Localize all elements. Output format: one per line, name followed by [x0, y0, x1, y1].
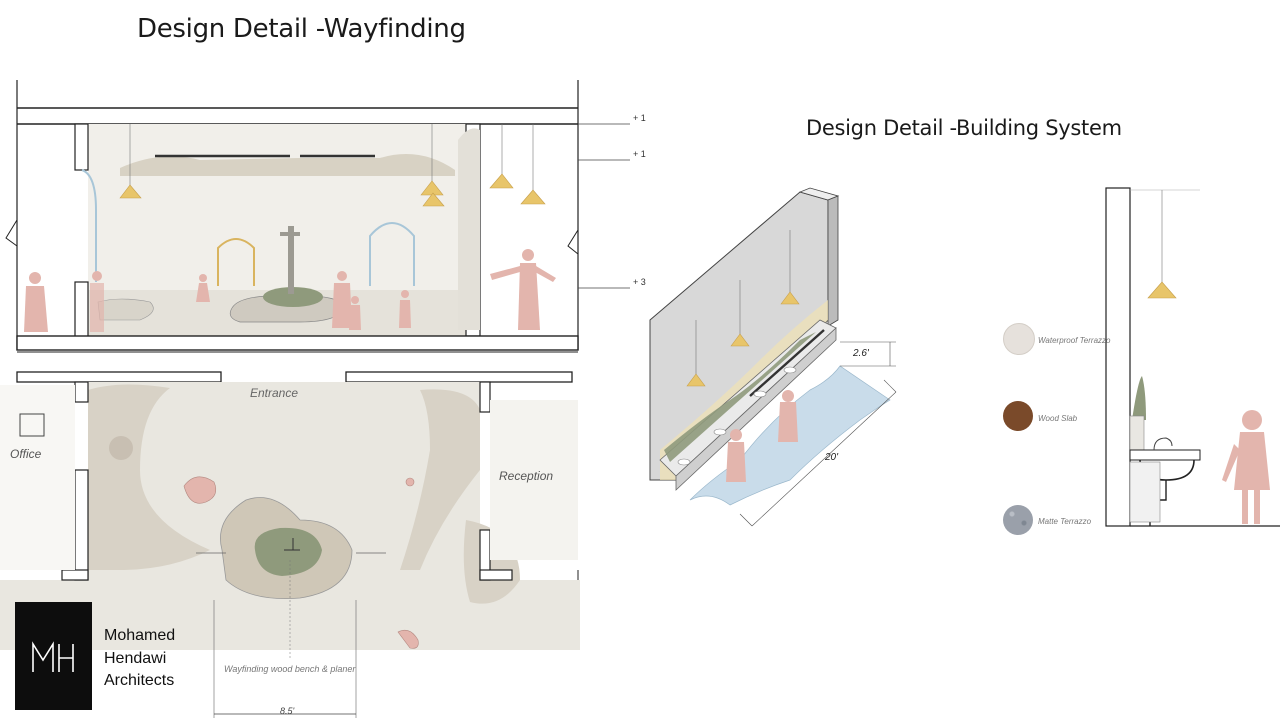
- building-section-svg: [1105, 187, 1280, 527]
- logo-mark: [15, 602, 92, 710]
- iso-height-dimension: 2.6': [853, 348, 869, 359]
- material-label-matte-terrazzo: Matte Terrazzo: [1038, 517, 1092, 526]
- logo-line-2: Hendawi: [104, 649, 167, 667]
- wayfinding-title: Design Detail -Wayfinding: [137, 14, 466, 44]
- reception-label: Reception: [499, 469, 554, 483]
- isometric-detail-svg: [649, 187, 897, 527]
- bench-dimension: 8.5': [280, 706, 295, 716]
- entrance-label: Entrance: [250, 386, 299, 400]
- wayfinding-drawing-svg: [0, 50, 680, 718]
- iso-length-dimension: 20': [825, 452, 839, 463]
- logo-text: Mohamed Hendawi Architects: [104, 625, 175, 693]
- section-view: [0, 50, 680, 351]
- section-figures: [24, 249, 556, 332]
- elevation-mark-3: + 3: [633, 277, 646, 287]
- wayfinding-drawing: Entrance Office Reception Wayfinding woo…: [0, 50, 680, 720]
- elevation-mark-2: + 1: [633, 149, 646, 159]
- building-system-title: Design Detail -Building System: [806, 116, 1122, 140]
- logo-monogram-icon: [32, 641, 74, 672]
- elevation-mark-1: + 1: [633, 113, 646, 123]
- section-child-figure: [1222, 410, 1270, 524]
- office-label: Office: [10, 447, 42, 461]
- building-section-detail: Waterproof Terrazzo Wood Slab Matte Terr…: [990, 180, 1280, 540]
- material-swatch-wood-slab: [1003, 401, 1033, 431]
- material-swatch-waterproof-terrazzo: [1003, 323, 1035, 355]
- bench-caption: Wayfinding wood bench & planer: [224, 664, 356, 674]
- material-label-wood-slab: Wood Slab: [1038, 414, 1078, 423]
- logo-line-1: Mohamed: [104, 627, 176, 644]
- iso-figures: [726, 390, 798, 482]
- plan-figures: [183, 476, 419, 649]
- plan-view: [0, 351, 580, 718]
- isometric-detail: 2.6' 20': [640, 180, 920, 540]
- iso-pendants: [686, 230, 800, 387]
- logo-line-3: Architects: [104, 672, 175, 689]
- material-swatch-matte-terrazzo: [1003, 505, 1033, 535]
- material-label-waterproof-terrazzo: Waterproof Terrazzo: [1038, 336, 1111, 345]
- pendant-lamps: [119, 124, 546, 207]
